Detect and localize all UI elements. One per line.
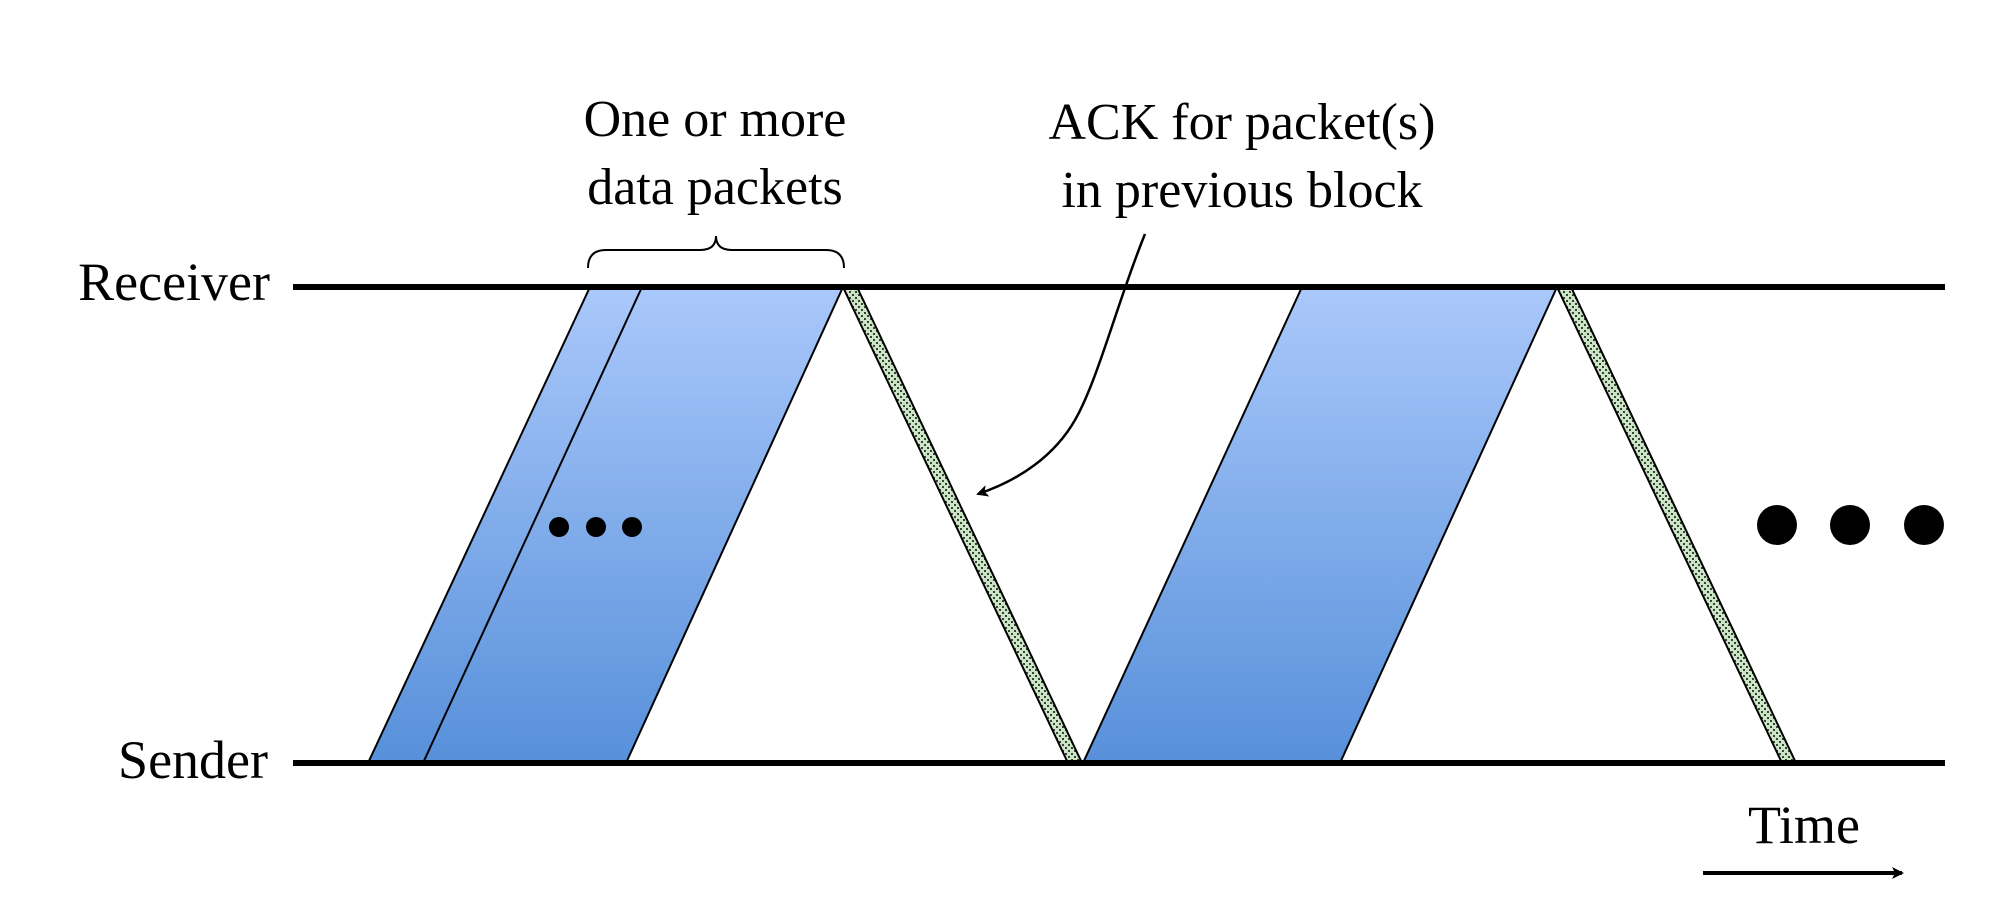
packet-separator: [422, 286, 643, 764]
data-packets-brace: [587, 235, 845, 269]
sender-label: Sender: [118, 730, 268, 790]
ack-packet-1: [841, 286, 1084, 764]
data-packet-block-2: [1081, 286, 1559, 764]
ack-label-line1: ACK for packet(s): [1049, 94, 1436, 151]
data-packets-label-line2: data packets: [587, 159, 843, 216]
data-packets-label-line1: One or more: [584, 91, 847, 148]
time-label: Time: [1748, 795, 1860, 855]
ack-pointer-arrow: [976, 233, 1147, 497]
ack-label-line2: in previous block: [1061, 162, 1422, 219]
receiver-label: Receiver: [78, 252, 270, 312]
ellipsis-large-icon: [1757, 505, 1944, 545]
ellipsis-small-icon: [549, 517, 642, 537]
